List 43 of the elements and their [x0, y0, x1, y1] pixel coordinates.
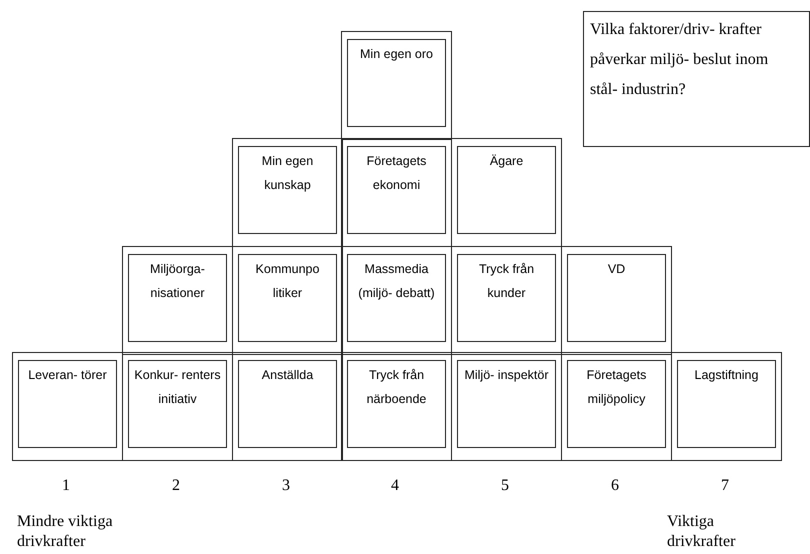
question-box [583, 11, 810, 147]
factor-label: Ägare [488, 153, 524, 170]
factor-card [677, 360, 776, 448]
scale-number: 4 [391, 476, 399, 496]
scale-end-label: Mindre viktiga drivkrafter [17, 512, 114, 552]
scale-number: 5 [501, 476, 509, 496]
factor-label: Anställda [260, 367, 314, 384]
factor-card [567, 360, 666, 448]
factor-label: Kommunpo litiker [254, 261, 320, 302]
factor-card [18, 360, 117, 448]
question-text: Vilka faktorer/driv- krafter påverkar miljö- beslut inom stål- industrin? [590, 20, 770, 100]
factor-label: Min egen oro [359, 46, 434, 63]
factor-card [347, 39, 446, 127]
factor-label: Leveran- törer [27, 367, 108, 384]
factor-card [347, 360, 446, 448]
factor-label: Min egen kunskap [260, 153, 314, 194]
scale-number: 2 [172, 476, 180, 496]
factor-card [128, 254, 227, 342]
factor-label: Massmedia (miljö- debatt) [357, 261, 436, 302]
factor-card [238, 360, 337, 448]
scale-number: 1 [62, 476, 70, 496]
factor-card [457, 360, 556, 448]
factor-label: Konkur- renters initiativ [134, 367, 222, 408]
factor-card [238, 146, 337, 234]
factor-card [457, 254, 556, 342]
factor-card [128, 360, 227, 448]
factor-label: Miljöorga- nisationer [149, 261, 206, 302]
factor-label: Företagets miljöpolicy [586, 367, 648, 408]
factor-card [347, 146, 446, 234]
scale-number: 6 [611, 476, 619, 496]
factor-label: Miljö- inspektör [463, 367, 550, 384]
scale-number: 7 [721, 476, 729, 496]
factor-label: Tryck från kunder [478, 261, 536, 302]
factor-card [347, 254, 446, 342]
factor-card [567, 254, 666, 342]
scale-end-label: Viktiga drivkrafter [667, 512, 736, 552]
factor-card [238, 254, 337, 342]
factor-label: Företagets ekonomi [366, 153, 428, 194]
factor-card [457, 146, 556, 234]
scale-number: 3 [282, 476, 290, 496]
factor-label: VD [606, 261, 626, 278]
factor-label: Tryck från närboende [366, 367, 428, 408]
factor-label: Lagstiftning [694, 367, 760, 384]
